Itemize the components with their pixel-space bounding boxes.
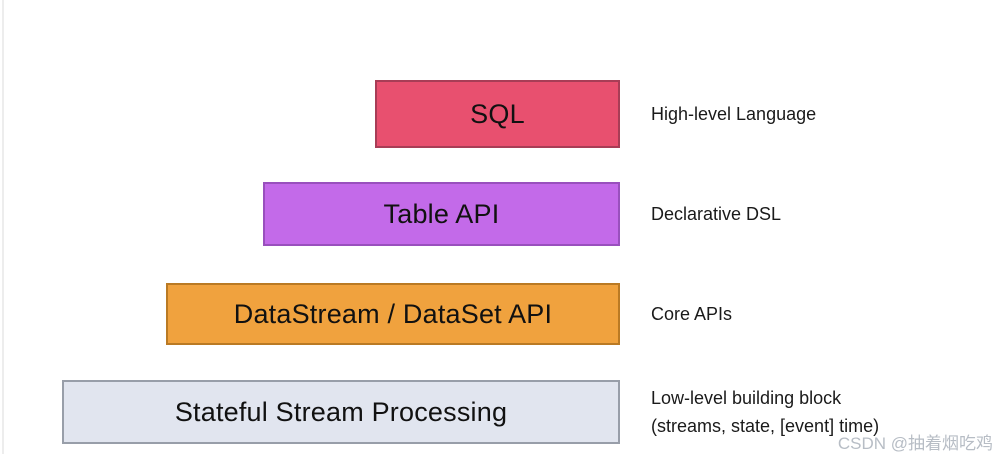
layer-caption-sql: High-level Language xyxy=(651,104,817,124)
layer-caption-datastream-dataset-api: Core APIs xyxy=(651,304,733,324)
layer-box-sql: SQL xyxy=(375,80,620,148)
layer-box-datastream-dataset-api: DataStream / DataSet API xyxy=(166,283,620,345)
csdn-watermark: CSDN @抽着烟吃鸡 xyxy=(837,434,993,453)
left-edge-line xyxy=(2,0,4,454)
layer-box-table-api: Table API xyxy=(263,182,620,246)
layer-box-stateful-stream-processing: Stateful Stream Processing xyxy=(62,380,620,444)
layer-caption-stateful-stream-processing: Low-level building block (streams, state… xyxy=(651,388,880,436)
layer-caption-table-api: Declarative DSL xyxy=(651,204,782,224)
